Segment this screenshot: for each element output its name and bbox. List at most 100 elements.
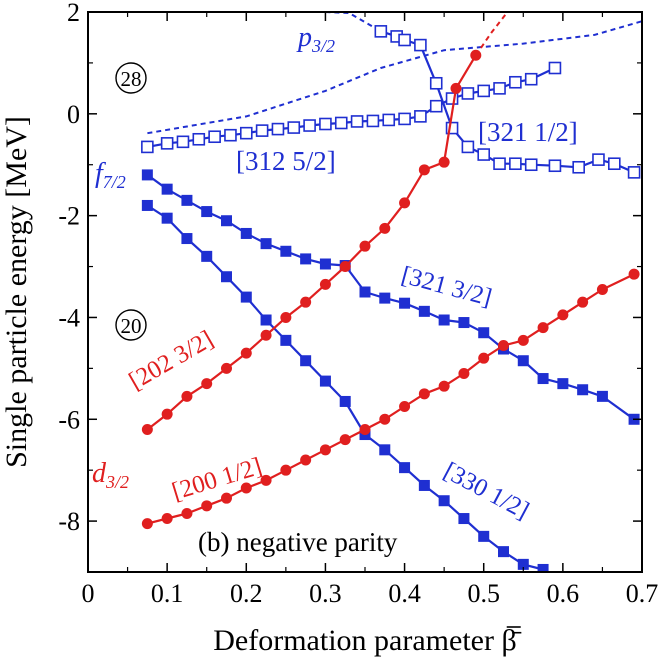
- data-point: [399, 462, 411, 474]
- data-point: [339, 261, 351, 273]
- data-point: [450, 82, 462, 94]
- data-point: [280, 311, 292, 323]
- data-point: [240, 347, 252, 359]
- data-point: [414, 110, 427, 123]
- x-tick-label: 0.6: [547, 579, 580, 608]
- data-point: [260, 329, 272, 341]
- magic-number-20: 20: [115, 309, 147, 341]
- data-point: [524, 72, 538, 86]
- data-point: [181, 507, 193, 519]
- data-point: [221, 362, 232, 374]
- data-point: [319, 444, 331, 456]
- data-point: [498, 339, 509, 351]
- data-point: [359, 286, 371, 298]
- data-point: [548, 159, 562, 173]
- series-extension-line: [474, 12, 509, 56]
- x-tick-label: 0.1: [151, 579, 184, 608]
- data-point: [300, 454, 312, 466]
- data-point: [366, 114, 380, 128]
- data-point: [517, 334, 529, 346]
- series-layer: [141, 12, 642, 572]
- data-point: [221, 271, 232, 283]
- data-point: [359, 240, 371, 252]
- data-point: [300, 355, 312, 367]
- x-tick-label: 0.5: [467, 579, 500, 608]
- data-point: [548, 61, 562, 75]
- data-point: [418, 164, 430, 176]
- data-point: [429, 99, 443, 113]
- data-point: [398, 33, 411, 47]
- data-point: [418, 388, 430, 400]
- data-point: [382, 113, 396, 127]
- data-point: [509, 75, 522, 89]
- orbital-label-d3-2: d3/2: [92, 458, 129, 492]
- data-point: [271, 122, 285, 136]
- data-point: [461, 140, 475, 154]
- data-point: [260, 314, 272, 326]
- data-point: [458, 513, 470, 525]
- data-point: [577, 296, 589, 308]
- data-point: [350, 115, 364, 128]
- data-point: [240, 227, 252, 239]
- data-point: [498, 546, 509, 558]
- series-extension-line: [325, 12, 382, 33]
- data-point: [478, 327, 490, 339]
- data-point: [287, 121, 301, 134]
- data-point: [280, 245, 292, 257]
- data-point: [418, 305, 430, 317]
- series-0: [141, 20, 642, 154]
- data-point: [141, 140, 154, 154]
- y-axis-label: Single particle energy [MeV]: [0, 116, 33, 468]
- x-tick-label: 0.2: [230, 579, 263, 608]
- data-point: [334, 116, 348, 130]
- series-4: [141, 12, 509, 435]
- data-point: [208, 130, 221, 144]
- data-point: [255, 124, 269, 137]
- nilsson-label-200-1-2: [200 1/2]: [169, 453, 265, 506]
- data-point: [161, 513, 173, 525]
- nilsson-label-321-3-2: [321 3/2]: [398, 262, 494, 312]
- nilsson-label-321-1-2: [321 1/2]: [478, 117, 578, 147]
- magic-number-28-text: 28: [121, 67, 142, 91]
- data-point: [201, 206, 213, 218]
- y-tick-label: -8: [58, 507, 80, 536]
- data-point: [300, 296, 312, 308]
- data-point: [379, 444, 391, 456]
- x-tick-label: 0.4: [388, 579, 421, 608]
- data-point: [399, 401, 411, 413]
- data-point: [458, 317, 470, 329]
- data-point: [414, 38, 427, 52]
- data-point: [628, 268, 640, 280]
- data-point: [517, 558, 529, 570]
- y-tick-label: 2: [67, 0, 80, 27]
- x-tick-label: 0.7: [626, 579, 659, 608]
- x-tick-label: 0.3: [309, 579, 342, 608]
- data-point: [429, 76, 443, 90]
- data-point: [239, 126, 253, 140]
- data-point: [181, 194, 193, 206]
- data-point: [300, 253, 312, 265]
- data-point: [161, 408, 173, 420]
- data-point: [478, 530, 490, 542]
- data-point: [161, 183, 173, 195]
- data-point: [607, 157, 621, 171]
- nilsson-label-312-5-2: [312 5/2]: [236, 146, 336, 176]
- data-point: [280, 464, 292, 476]
- data-point: [339, 434, 351, 446]
- data-point: [379, 222, 391, 234]
- data-point: [379, 413, 391, 425]
- data-point: [537, 563, 549, 572]
- data-point: [319, 375, 331, 387]
- nilsson-label-330-1-2: [330 1/2]: [439, 457, 533, 524]
- data-point: [141, 169, 153, 181]
- data-point: [399, 297, 411, 309]
- data-point: [418, 479, 430, 491]
- series-5: [141, 268, 640, 530]
- x-tick-label: 0: [82, 579, 95, 608]
- data-point: [399, 197, 411, 209]
- data-point: [445, 121, 459, 135]
- data-point: [379, 292, 391, 304]
- data-point: [537, 322, 549, 334]
